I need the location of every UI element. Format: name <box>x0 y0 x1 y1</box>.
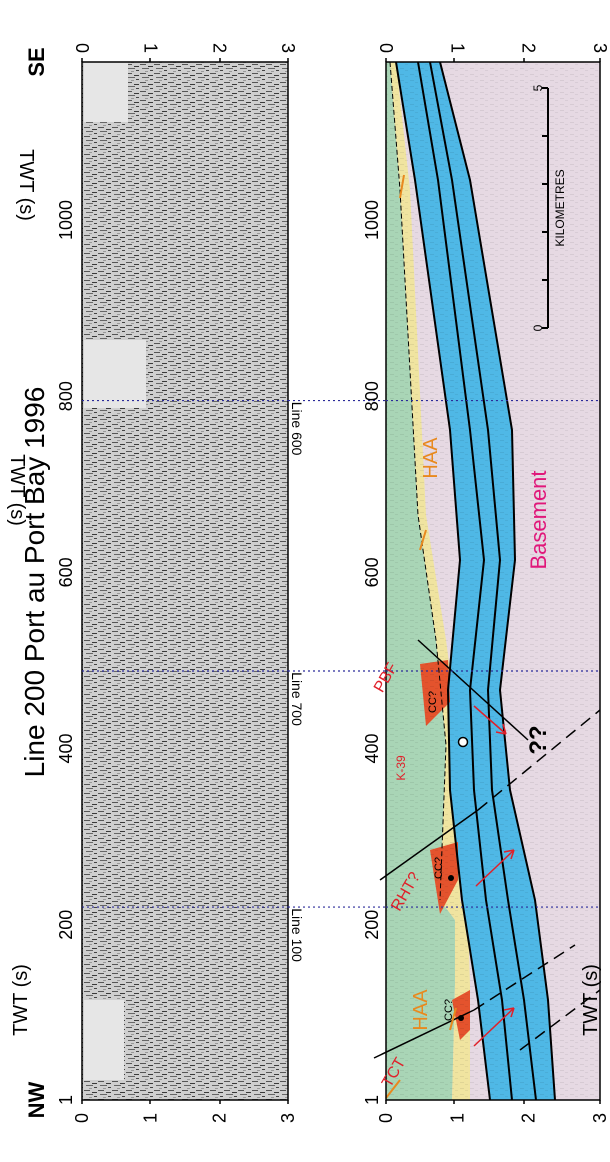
bottom-ticks-lower <box>385 1100 601 1104</box>
basement-label: Basement <box>526 470 551 569</box>
k39-label: K-39 <box>394 755 408 781</box>
interpretation-texture <box>386 62 600 1100</box>
twt-tick-bottom-0-2: 2 <box>209 1113 229 1123</box>
twt-tick-bottom-1-1: 1 <box>447 1113 467 1123</box>
fault-motion-arrow-2 <box>475 849 515 887</box>
seismic-panel <box>81 61 289 1101</box>
tie-lines <box>82 399 600 908</box>
scale-bar-ticks <box>542 87 548 329</box>
scale-bar-end: 5 <box>531 84 545 91</box>
nw-end-label: NW <box>24 1081 49 1118</box>
cc-label-1: CC? <box>427 691 439 713</box>
sediment-arrow-4 <box>449 1007 457 1031</box>
twt-label-bottom-upper: TWT (s) <box>10 964 32 1036</box>
cdp-tick-upper-1: 1 <box>56 1095 76 1105</box>
top-ticks-lower <box>385 58 601 62</box>
cc-label-3: CC? <box>443 999 455 1021</box>
cdp-tick-lower-400: 400 <box>362 734 382 764</box>
twt-tick-top-1-2: 2 <box>519 43 539 53</box>
fault-motion-arrow-3 <box>473 705 507 735</box>
cdp-tick-lower-600: 600 <box>362 557 382 587</box>
seismic-gap-mid <box>84 340 146 408</box>
cdp-tick-upper-200: 200 <box>56 910 76 940</box>
cdp-tick-lower-200: 200 <box>362 910 382 940</box>
fault-dashed-1 <box>477 709 601 811</box>
fault-tct <box>373 1009 475 1059</box>
fault-dashed-3 <box>519 989 601 1051</box>
tick-labels: 0 0 1 1 2 2 3 3 0 0 1 1 2 2 3 3 1 1 200 200 400 400 600 600 800 8… <box>56 43 610 1123</box>
twt-label-top-lower: TWT (s) <box>6 454 28 526</box>
cdp-tick-upper-1000: 1000 <box>56 200 76 240</box>
sediment-arrow-3 <box>419 529 427 551</box>
cdp-tick-upper-400: 400 <box>56 734 76 764</box>
top-ticks-upper <box>81 58 289 62</box>
cdp-tick-lower-1: 1 <box>362 1095 382 1105</box>
interpretation-panel <box>373 61 601 1101</box>
twt-tick-top-1-0: 0 <box>376 43 396 53</box>
bottom-ticks-upper <box>81 1100 289 1104</box>
horizon-mid-2 <box>429 61 537 1101</box>
horizon-top-platform <box>395 61 491 1101</box>
seismic-frame <box>81 61 289 1101</box>
twt-label-bottom-lower: TWT (s) <box>580 964 602 1036</box>
twt-tick-top-0-3: 3 <box>278 43 298 53</box>
twt-tick-bottom-1-3: 3 <box>590 1113 610 1123</box>
cc-point-3 <box>458 1015 464 1021</box>
twt-tick-top-0-2: 2 <box>209 43 229 53</box>
cdp-tick-lower-1000: 1000 <box>362 200 382 240</box>
scale-bar-title: KILOMETRES <box>553 169 567 246</box>
haa-label-left: HAA <box>410 989 432 1031</box>
twt-tick-bottom-0-3: 3 <box>278 1113 298 1123</box>
axis-ticks <box>81 58 601 1104</box>
cc-label-2: CC? <box>433 857 445 879</box>
fault-rht <box>379 809 479 881</box>
k39-well-marker <box>457 736 469 748</box>
cdp-tick-upper-600: 600 <box>56 557 76 587</box>
twt-tick-bottom-0-0: 0 <box>72 1113 92 1123</box>
twt-tick-top-1-3: 3 <box>590 43 610 53</box>
seismic-section <box>82 62 288 1100</box>
twt-tick-top-1-1: 1 <box>447 43 467 53</box>
fault-dashed-2 <box>473 944 576 1011</box>
sediment-arrow-2 <box>399 174 405 199</box>
fault-motion-arrow-1 <box>473 1007 515 1047</box>
fault-pbf <box>417 639 529 741</box>
interpretation-frame <box>385 61 601 1101</box>
horizon-mid-1 <box>417 61 513 1101</box>
cdp-tick-lower-800: 800 <box>362 381 382 411</box>
uncertain-marker: ?? <box>525 725 552 754</box>
tie-labels: Line 100 Line 700 Line 600 <box>289 402 305 962</box>
twt-tick-top-0-0: 0 <box>72 43 92 53</box>
tie-line-label-0: Line 100 <box>289 908 305 962</box>
cdp-tick-upper-800: 800 <box>56 381 76 411</box>
haa-label-right: HAA <box>420 437 442 479</box>
twt-tick-bottom-0-1: 1 <box>141 1113 161 1123</box>
horizon-base-platform <box>439 61 556 1101</box>
scale-bar <box>542 87 549 329</box>
cc-point-2 <box>448 875 454 881</box>
unconformity <box>389 61 447 901</box>
seismic-gap-se <box>84 62 128 122</box>
tie-line-label-1: Line 700 <box>289 672 305 726</box>
twt-tick-bottom-1-2: 2 <box>519 1113 539 1123</box>
se-end-label: SE <box>24 47 49 76</box>
scale-bar-start: 0 <box>531 324 545 331</box>
twt-tick-top-0-1: 1 <box>141 43 161 53</box>
tie-line-label-2: Line 600 <box>289 402 305 456</box>
seismic-gap-nw <box>84 1000 124 1080</box>
twt-tick-bottom-1-0: 0 <box>376 1113 396 1123</box>
sediment-arrow-1 <box>385 1079 401 1099</box>
figure-title: Line 200 Port au Port Bay 1996 <box>19 387 50 778</box>
twt-label-top-upper: TWT (s) <box>15 149 37 221</box>
